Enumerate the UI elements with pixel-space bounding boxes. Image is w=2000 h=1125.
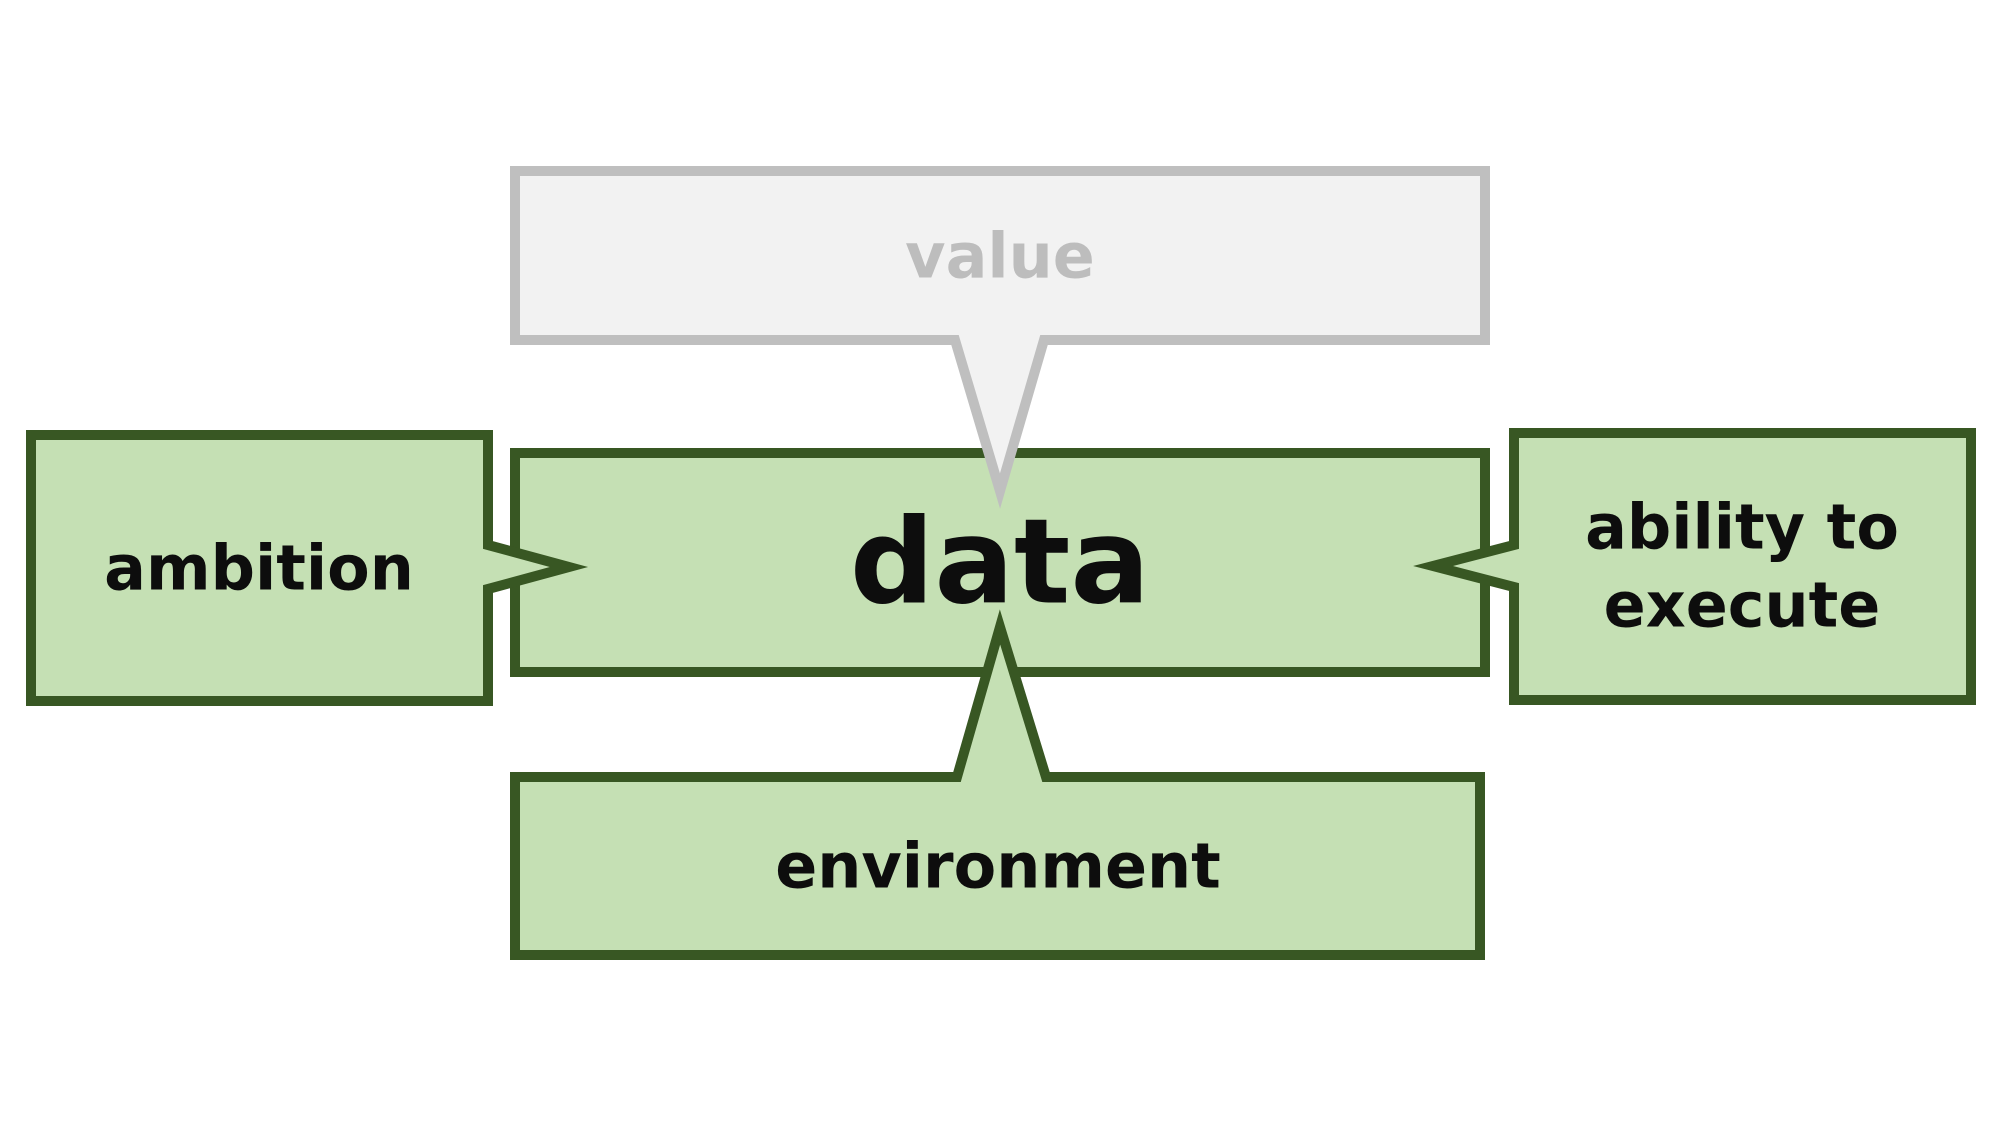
ability-to-execute-label: ability to execute: [1585, 489, 1899, 644]
ability-callout-shape: [1413, 428, 1976, 705]
value-callout-shape: [510, 166, 1490, 509]
ambition-callout-shape: [26, 430, 589, 706]
data-label: data: [849, 492, 1151, 631]
ability-to-execute-line2: execute: [1603, 568, 1881, 641]
environment-label: environment: [775, 829, 1221, 903]
ambition-label: ambition: [104, 531, 414, 605]
ability-to-execute-line1: ability to: [1585, 490, 1899, 564]
environment-callout-shape: [510, 609, 1485, 960]
value-label: value: [905, 219, 1095, 293]
